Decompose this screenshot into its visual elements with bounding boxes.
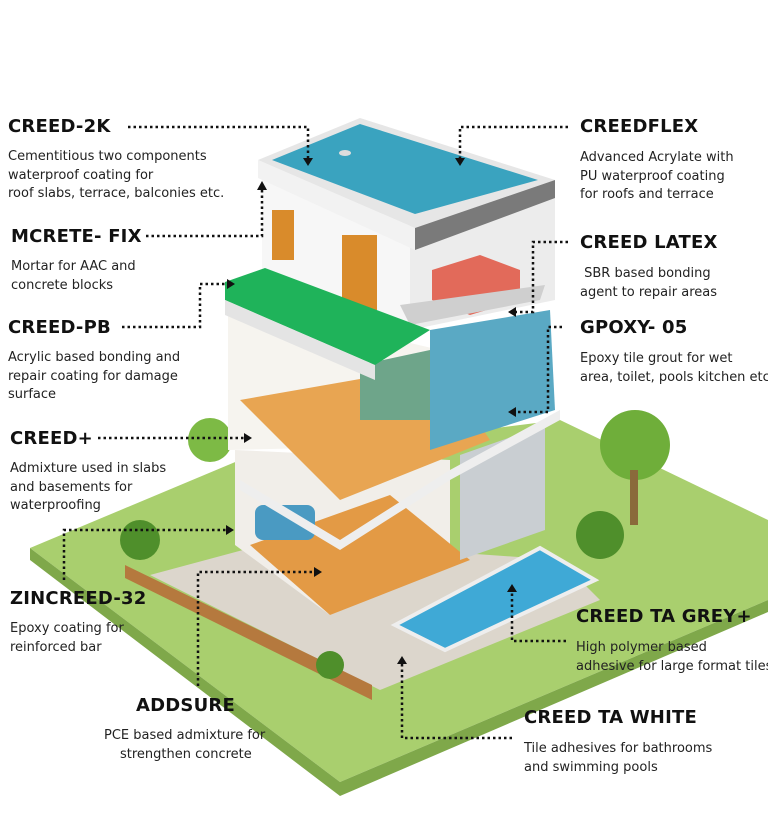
product-desc: PU waterproof coating [580, 168, 725, 184]
roof-side [415, 180, 555, 250]
label-creed-latex: CREED LATEX SBR based bonding agent to re… [580, 232, 718, 302]
product-name: ZINCREED-32 [10, 588, 147, 609]
label-creed-ta-white: CREED TA WHITE Tile adhesives for bathro… [524, 707, 712, 777]
tree-right [600, 410, 670, 480]
product-desc: area, toilet, pools kitchen etc. [580, 369, 768, 385]
pointer-creed-latex [514, 240, 568, 314]
product-desc: concrete blocks [11, 277, 114, 293]
pointer-arrowheads [226, 158, 517, 664]
product-desc: repair coating for damage [8, 368, 178, 384]
product-name: CREED TA GREY+ [576, 606, 752, 627]
pointer-creed-ta-grey [510, 590, 566, 643]
sofa [255, 505, 315, 540]
label-creedflex: CREEDFLEX Advanced Acrylate with PU water… [580, 116, 734, 205]
top-floor-slab [400, 285, 545, 325]
product-desc: High polymer based [576, 640, 707, 655]
product-desc: reinforced bar [10, 639, 102, 655]
tile-wall [360, 350, 430, 420]
product-desc: Tile adhesives for bathrooms [524, 741, 713, 756]
product-name: MCRETE- FIX [11, 226, 142, 247]
pointer-creed-ta-white [400, 662, 512, 740]
pointer-creed-pb [122, 282, 228, 329]
product-desc: for roofs and terrace [580, 187, 714, 202]
product-name: GPOXY- 05 [580, 317, 688, 338]
swimming-pool [390, 545, 600, 653]
pointer-gpoxy-05 [514, 325, 562, 414]
product-desc: Advanced Acrylate with [580, 150, 734, 165]
product-desc: Epoxy coating for [10, 621, 124, 636]
terrace-green [225, 268, 430, 365]
product-desc: agent to repair areas [580, 284, 717, 300]
roof-waterproof [272, 124, 538, 214]
product-desc: waterproof coating for [8, 167, 154, 183]
pointer-addsure [196, 570, 316, 686]
product-desc: PCE based admixture for [104, 728, 266, 743]
pointer-mcrete-fix [146, 188, 264, 238]
label-mcrete-fix: MCRETE- FIX Mortar for AAC and concrete b… [11, 226, 142, 295]
bathroom [430, 310, 555, 450]
terrace-edge [225, 300, 375, 380]
product-desc: and swimming pools [524, 759, 658, 775]
product-name: CREED LATEX [580, 232, 718, 253]
label-creed-plus: CREED+ Admixture used in slabs and baseme… [10, 428, 166, 516]
planter-left [125, 565, 372, 700]
product-desc: Acrylic based bonding and [8, 350, 181, 365]
product-name: CREEDFLEX [580, 116, 699, 137]
label-creed-2k: CREED-2K Cementitious two components wate… [8, 116, 224, 204]
tree-left [188, 418, 232, 462]
label-addsure: ADDSURE PCE based admixture for strengthe… [104, 695, 294, 764]
product-desc: Cementitious two components [8, 149, 207, 164]
ground-floor-wood [250, 495, 470, 615]
window [272, 210, 294, 260]
product-desc: strengthen concrete [120, 746, 252, 762]
product-desc: adhesive for large format tiles [576, 658, 768, 674]
product-desc: and basements for [10, 479, 133, 495]
product-name: CREED-PB [8, 317, 111, 338]
door [342, 235, 377, 310]
product-name: CREED+ [10, 428, 93, 449]
pointer-lines [62, 125, 568, 740]
label-gpoxy-05: GPOXY- 05 Epoxy tile grout for wet area, … [580, 317, 768, 387]
product-desc: surface [8, 387, 57, 402]
product-name: CREED-2K [8, 116, 111, 137]
ground-edge [30, 548, 768, 796]
product-desc: roof slabs, terrace, balconies etc. [8, 186, 225, 201]
product-desc: SBR based bonding [580, 266, 711, 281]
label-zincreed-32: ZINCREED-32 Epoxy coating for reinforced … [10, 588, 146, 657]
product-name: CREED TA WHITE [524, 707, 697, 728]
product-name: ADDSURE [136, 695, 235, 716]
product-desc: Admixture used in slabs [10, 461, 167, 476]
label-creed-pb: CREED-PB Acrylic based bonding and repair… [8, 317, 180, 405]
product-desc: Mortar for AAC and [11, 259, 136, 274]
pointer-zincreed-32 [62, 528, 228, 580]
product-desc: Epoxy tile grout for wet [580, 351, 733, 366]
product-desc: waterproofing [10, 498, 101, 513]
label-creed-ta-grey: CREED TA GREY+ High polymer based adhesiv… [576, 606, 768, 676]
